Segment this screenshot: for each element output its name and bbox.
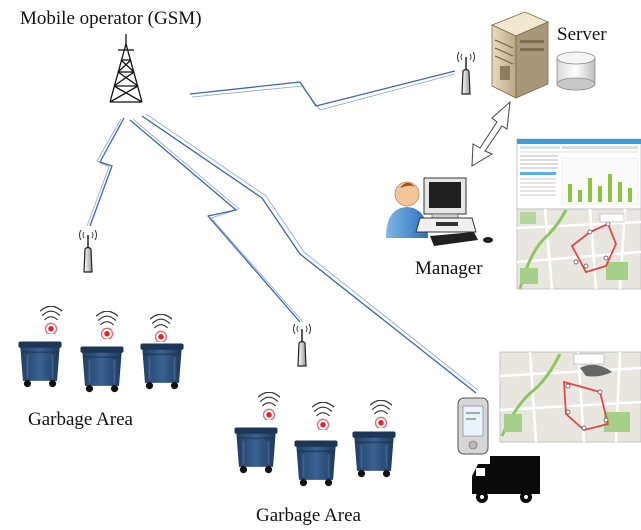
garbage-area-left-label: Garbage Area <box>28 409 134 430</box>
signal-links <box>86 70 479 394</box>
link-tower-server <box>189 70 456 111</box>
garbage-bin-icon <box>18 341 62 388</box>
garbage-bin-icon <box>352 431 396 478</box>
antenna-icon <box>456 52 476 95</box>
garbage-bin-icon <box>294 440 338 487</box>
sensor-signal-icon <box>370 400 392 428</box>
mobile-operator-label: Mobile operator (GSM) <box>20 8 202 29</box>
gsm-tower-icon <box>109 34 143 103</box>
antenna-icon <box>78 230 98 273</box>
database-icon <box>556 51 596 91</box>
route-map-image <box>516 208 641 290</box>
garbage-area-bottom: Garbage Area <box>234 392 396 526</box>
garbage-area-bottom-label: Garbage Area <box>256 505 362 526</box>
person-at-computer-icon <box>386 177 493 246</box>
sensor-signal-icon <box>40 306 62 334</box>
link-tower-middle-antenna <box>129 118 304 323</box>
dashboard-screenshot-image <box>516 138 641 210</box>
server-label: Server <box>557 24 607 45</box>
sensor-signal-icon <box>258 392 280 420</box>
double-arrow-icon <box>471 100 511 167</box>
pda-icon <box>457 397 489 455</box>
garbage-bin-icon <box>234 427 278 474</box>
truck-icon <box>472 456 540 503</box>
sensor-signal-icon <box>312 402 334 430</box>
garbage-bin-icon <box>80 346 124 393</box>
antenna-icon <box>292 324 312 367</box>
sensor-signal-icon <box>150 314 172 342</box>
sensor-signal-icon <box>96 311 118 339</box>
link-tower-left-antenna <box>86 117 125 227</box>
server-icon <box>490 11 550 99</box>
garbage-area-left: Garbage Area <box>18 306 184 430</box>
truck-route-map-image <box>499 351 641 443</box>
garbage-bin-icon <box>140 343 184 390</box>
link-tower-truck <box>141 113 479 394</box>
manager-label: Manager <box>415 258 483 279</box>
